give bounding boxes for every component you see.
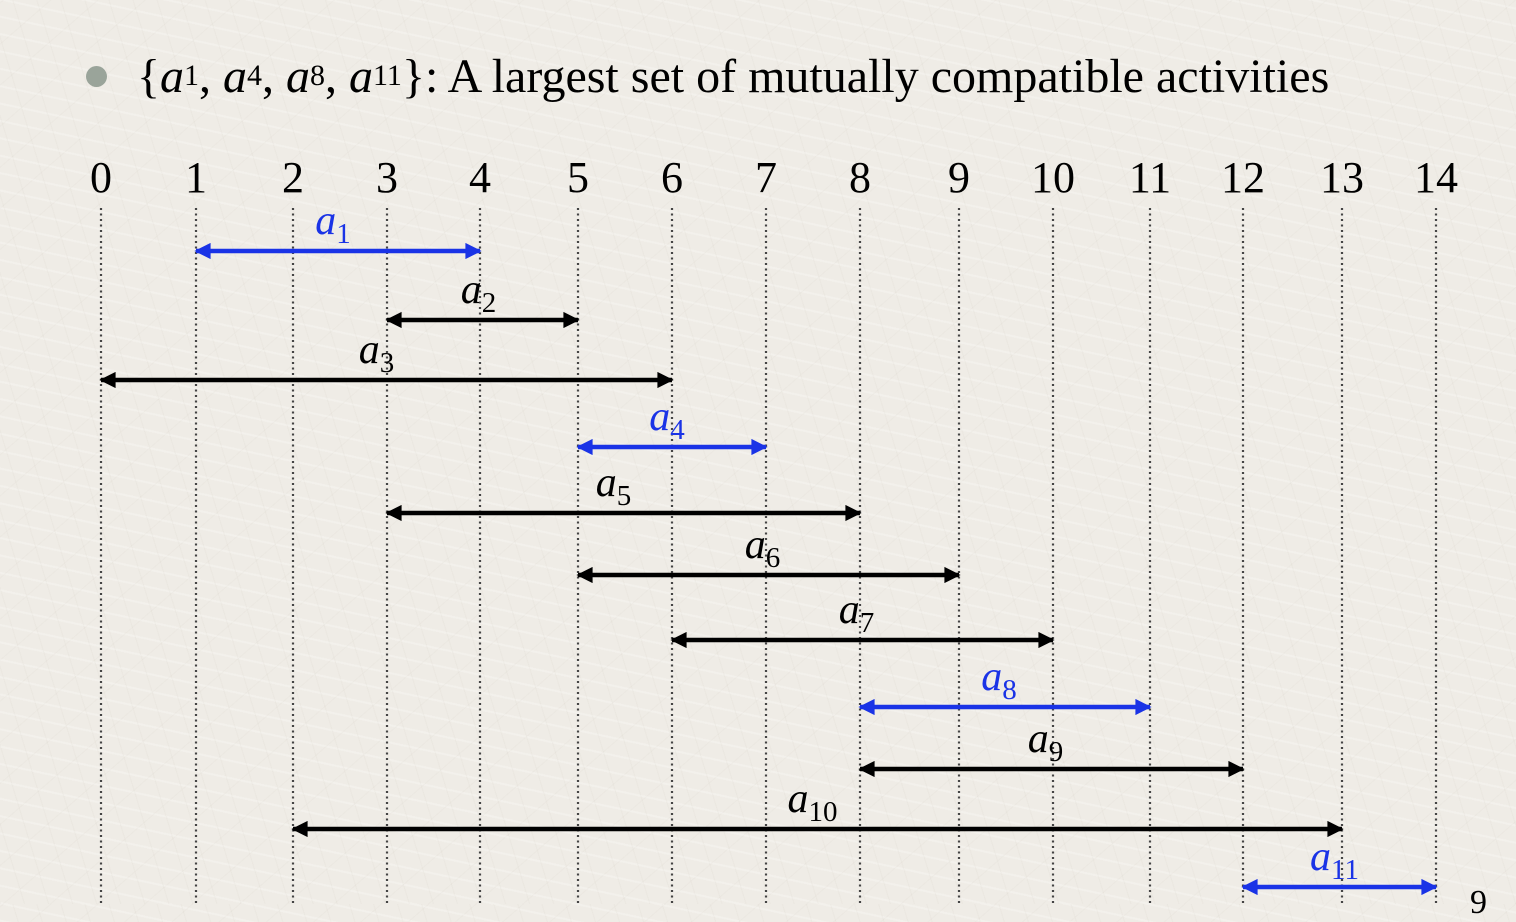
activity-label-sub: 10 [809, 796, 838, 828]
set-item-sub: 4 [247, 59, 263, 92]
axis-tick-label: 14 [1414, 153, 1458, 202]
activity-label-sub: 11 [1331, 854, 1359, 886]
activity-label-sub: 6 [766, 542, 781, 574]
axis-tick-label: 2 [282, 153, 304, 202]
activity-label-var: a [359, 327, 380, 373]
activity-label-a7: a7 [839, 587, 875, 639]
activity-label-var: a [315, 198, 336, 244]
axis-tick-label: 13 [1320, 153, 1364, 202]
axis-tick-label: 8 [849, 153, 871, 202]
activity-label-sub: 5 [617, 480, 632, 512]
axis-tick-label: 1 [185, 153, 207, 202]
activity-label-var: a [745, 522, 766, 568]
activity-label-a11: a11 [1310, 834, 1359, 886]
axis-tick-label: 5 [567, 153, 589, 202]
activity-label-a6: a6 [745, 522, 781, 574]
activity-label-a4: a4 [649, 394, 685, 446]
axis-tick-label: 10 [1031, 153, 1075, 202]
activity-label-sub: 7 [860, 607, 875, 639]
headline-text: : A largest set of mutually compatible a… [424, 49, 1330, 103]
activity-label-var: a [839, 587, 860, 633]
activity-label-a3: a3 [359, 327, 395, 379]
activity-label-sub: 8 [1002, 674, 1017, 706]
activity-label-var: a [596, 460, 617, 506]
activity-label-var: a [788, 776, 809, 822]
activity-label-a10: a10 [788, 776, 838, 828]
set-item-sub: 1 [184, 59, 200, 92]
set-item-var: a [286, 49, 311, 103]
activity-label-sub: 1 [336, 218, 351, 250]
axis-tick-label: 4 [469, 153, 491, 202]
set-item-sub: 8 [310, 59, 326, 92]
set-separator: , [262, 49, 287, 103]
activity-label-var: a [981, 654, 1002, 700]
axis-tick-label: 12 [1221, 153, 1265, 202]
axis-tick-label: 7 [755, 153, 777, 202]
set-item-var: a [160, 49, 185, 103]
axis-tick-label: 9 [948, 153, 970, 202]
activity-label-sub: 9 [1049, 736, 1064, 768]
set-separator: , [199, 49, 224, 103]
page-number: 9 [1470, 884, 1487, 921]
activity-label-a2: a2 [461, 267, 497, 319]
set-separator: , [325, 49, 350, 103]
activity-label-var: a [1310, 834, 1331, 880]
axis-tick-label: 0 [90, 153, 112, 202]
set-item-var: a [349, 49, 374, 103]
open-brace: { [137, 49, 161, 103]
activity-label-sub: 4 [670, 414, 685, 446]
activity-label-sub: 2 [482, 287, 497, 319]
activity-label-sub: 3 [380, 347, 395, 379]
set-item-sub: 11 [373, 59, 402, 92]
activity-label-a9: a9 [1028, 716, 1064, 768]
activity-label-a1: a1 [315, 198, 351, 250]
activity-label-a8: a8 [981, 654, 1017, 706]
axis-tick-label: 11 [1129, 153, 1171, 202]
activity-label-var: a [649, 394, 670, 440]
bullet-icon [86, 65, 107, 87]
axis-tick-label: 3 [376, 153, 398, 202]
set-item-var: a [223, 49, 248, 103]
close-brace: } [401, 49, 425, 103]
activity-label-var: a [461, 267, 482, 313]
axis-tick-label: 6 [661, 153, 683, 202]
activity-label-var: a [1028, 716, 1049, 762]
activity-label-a5: a5 [596, 460, 632, 512]
